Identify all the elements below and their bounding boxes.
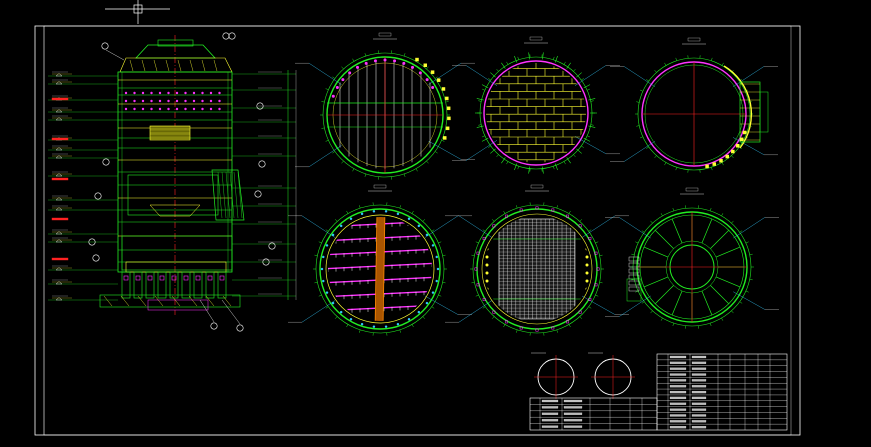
section-view-1 [295, 32, 475, 180]
top-nozzle [157, 39, 194, 47]
tray-grid-area [498, 218, 576, 320]
callout-balloon [236, 324, 244, 332]
section-view-2 [452, 36, 620, 174]
title-block-table [529, 353, 788, 431]
lower-shell-section [121, 235, 233, 271]
detail-circle-2 [588, 352, 635, 399]
callout-balloon [88, 238, 96, 246]
section-view-6 [605, 187, 779, 329]
callout-balloon [256, 102, 264, 110]
callout-balloon [258, 160, 266, 168]
section-view-4 [288, 184, 472, 336]
skirt-opening [147, 299, 209, 311]
callout-balloon [102, 158, 110, 166]
base-ring [99, 294, 241, 308]
callout-balloon [94, 192, 102, 200]
callout-balloon [268, 242, 276, 250]
center-beam [374, 217, 386, 321]
top-head-cone [135, 44, 216, 59]
parts-list-table [529, 397, 658, 431]
drawing-frame [34, 25, 801, 436]
section-view-3 [610, 37, 778, 173]
tower-elevation-view [48, 32, 297, 332]
callout-balloon [101, 42, 109, 50]
callout-balloon [254, 190, 262, 198]
callout-balloon [222, 32, 230, 40]
callout-balloon [262, 258, 270, 266]
section-views [288, 32, 779, 336]
detail-circle-1 [531, 352, 578, 399]
callout-balloon [228, 32, 236, 40]
callout-balloon [92, 254, 100, 262]
title-block-frame [656, 353, 788, 431]
crosshair-icon [105, 0, 170, 24]
detail-circle-views [531, 352, 635, 399]
middle-shell-section [127, 174, 219, 216]
packed-bed-zone [149, 125, 191, 141]
callout-balloon [210, 322, 218, 330]
section-view-5 [445, 184, 629, 336]
side-nozzle-box [211, 169, 245, 221]
